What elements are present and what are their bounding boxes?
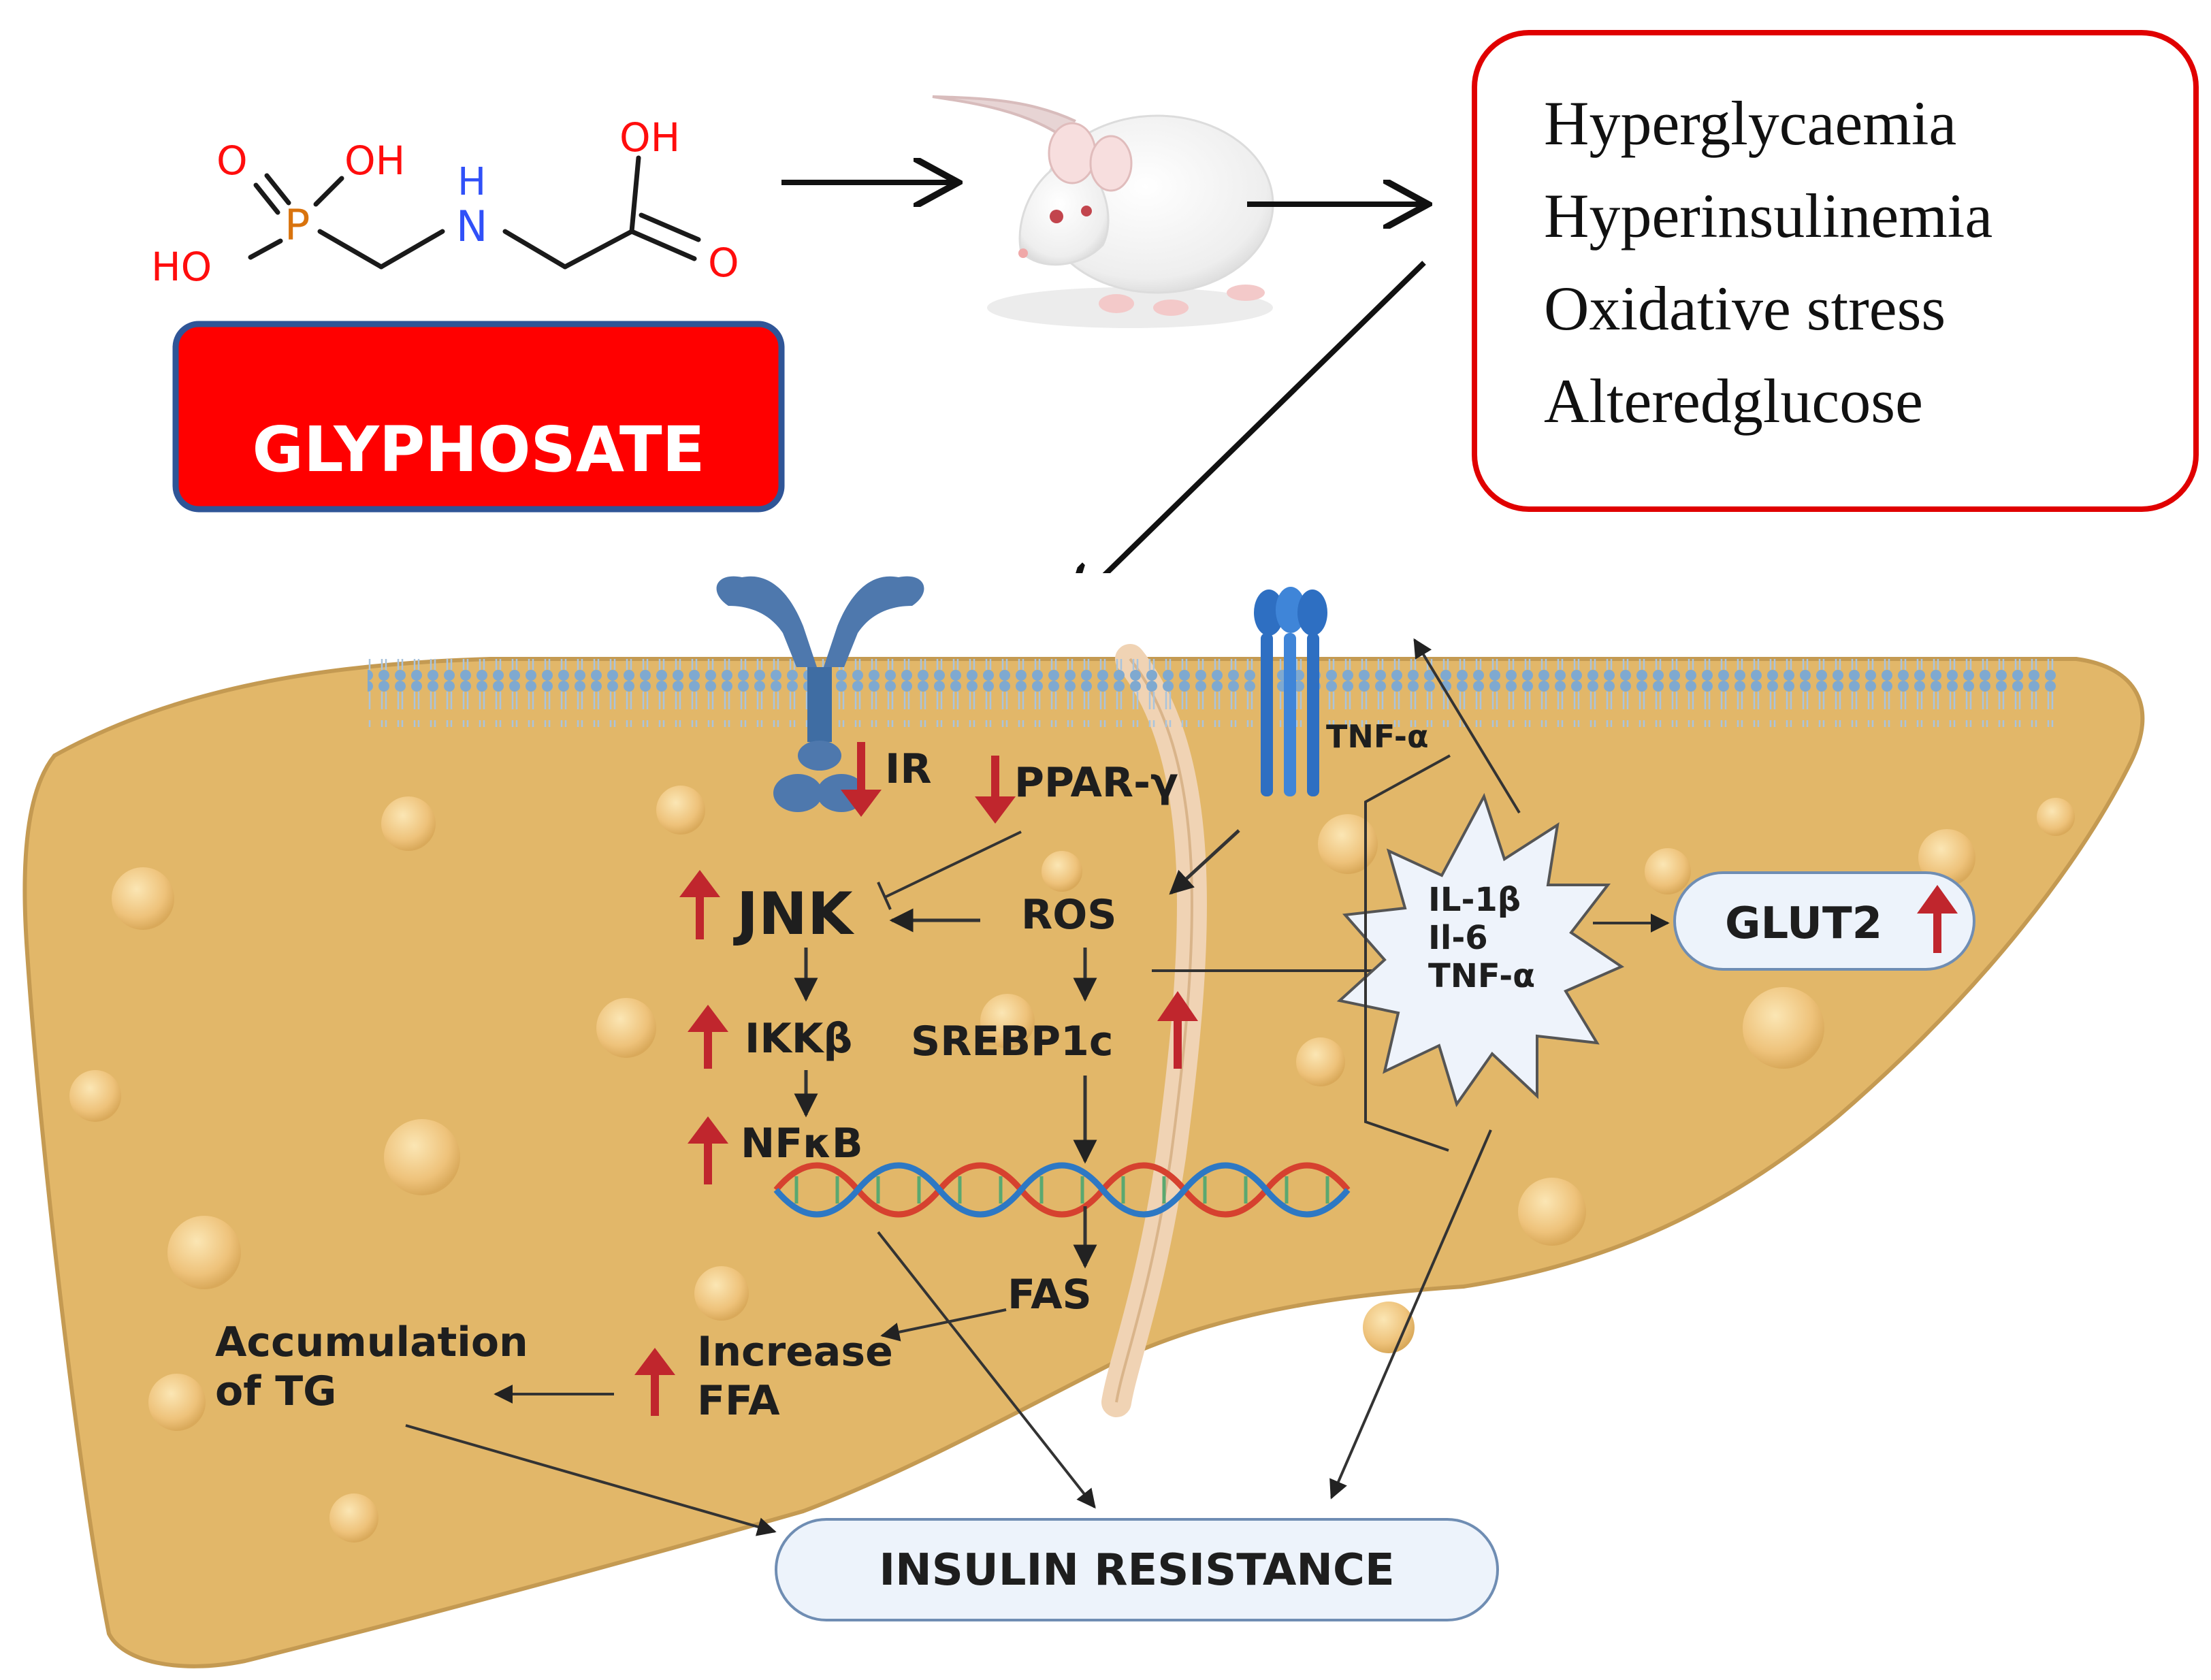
cytokine-tnfa: TNF-α <box>1428 957 1535 995</box>
ikk-label: IKKβ <box>745 1015 852 1063</box>
arrow-tg-to-ir <box>405 1424 777 1536</box>
glut2-label: GLUT2 <box>1725 899 1882 949</box>
cell-membrane <box>368 659 2056 727</box>
ir-node: IR <box>841 742 932 817</box>
cytokine-il6: Il-6 <box>1428 919 1488 957</box>
arrow-cytokine-to-membrane <box>1413 638 1521 814</box>
hydroxyl-atom-acid: OH <box>619 114 680 161</box>
ppar-label: PPAR-γ <box>1014 759 1178 807</box>
liver-illustration: IR PPAR-γ TNF-α JNK ROS IK <box>0 573 2158 1677</box>
arrow-effects-to-liver <box>1067 261 1426 611</box>
hydroxyl-atom-p: OH <box>344 138 405 184</box>
effect-hyperglycaemia: Hyperglycaemia <box>1544 88 1956 158</box>
nfkb-label: NFκB <box>741 1120 863 1167</box>
nitrogen-atom: N <box>456 201 487 251</box>
jnk-node: JNK <box>679 870 855 948</box>
fas-label: FAS <box>1007 1271 1092 1319</box>
hydroxyl-atom-p-lower: HO <box>151 244 212 290</box>
ros-label: ROS <box>1021 891 1116 939</box>
jnk-label: JNK <box>733 880 855 948</box>
oxygen-atom-double: O <box>216 138 248 184</box>
ffa-label-line1: Increase <box>697 1328 893 1376</box>
fat-droplets <box>69 786 2075 1542</box>
cytokine-bracket <box>1364 754 1451 1152</box>
inhibit-ppar-jnk <box>884 830 1022 899</box>
glyphosate-label-text: GLYPHOSATE <box>253 413 705 486</box>
effect-hyperinsulinemia: Hyperinsulinemia <box>1544 181 1992 251</box>
srebp-label: SREBP1c <box>911 1018 1113 1065</box>
oxygen-atom-acid: O <box>708 240 739 286</box>
ir-label: IR <box>885 745 932 793</box>
srebp-up-arrow <box>1157 991 1198 1069</box>
ffa-node: Increase FFA <box>634 1328 893 1425</box>
effect-oxidative-stress: Oxidative stress <box>1544 274 1946 343</box>
glyphosate-label: GLYPHOSATE <box>172 321 785 513</box>
tg-label-line1: Accumulation <box>215 1319 528 1366</box>
cytokine-burst: IL-1β Il-6 TNF-α <box>1336 792 1625 1108</box>
tnf-receptor-label: TNF-α <box>1326 718 1429 755</box>
glut2-node: GLUT2 <box>1673 871 1975 971</box>
ikk-node: IKKβ <box>688 1005 852 1069</box>
phosphorus-atom: P <box>285 200 310 250</box>
insulin-resistance-label: INSULIN RESISTANCE <box>879 1545 1394 1596</box>
ffa-label-line2: FFA <box>697 1377 780 1425</box>
tg-label-line2: of TG <box>215 1368 336 1415</box>
ppar-node: PPAR-γ <box>975 756 1178 824</box>
hydrogen-atom-n: H <box>457 160 486 204</box>
effect-altered-glucose: Alteredglucose <box>1544 366 1923 436</box>
effects-box: Hyperglycaemia Hyperinsulinemia Oxidativ… <box>1472 30 2199 512</box>
insulin-receptor-icon <box>716 576 924 812</box>
dna-icon <box>773 1162 1351 1218</box>
arrow-tnf-to-ros <box>1169 829 1240 895</box>
arrow-cytokine-to-ir <box>1329 1129 1492 1500</box>
insulin-resistance-node: INSULIN RESISTANCE <box>775 1518 1499 1621</box>
rat-icon <box>932 95 1274 328</box>
cytokine-il1b: IL-1β <box>1428 881 1521 919</box>
arrow-fas-to-ffa <box>880 1308 1007 1342</box>
glyphosate-structure: O OH HO P H N OH O <box>151 114 739 290</box>
tnf-receptor-icon <box>1254 587 1327 796</box>
nfkb-node: NFκB <box>688 1116 863 1184</box>
arrow-dna-to-ir <box>877 1231 1096 1509</box>
